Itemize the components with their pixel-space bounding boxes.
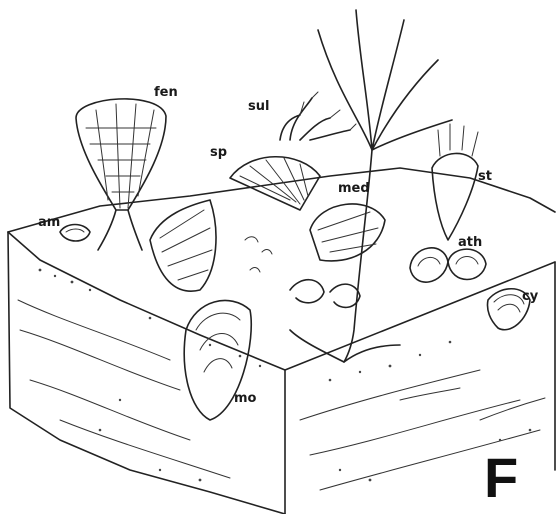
spiriferid-brachiopods xyxy=(150,157,320,291)
label-cy: cy xyxy=(522,290,538,303)
athyrid-brachiopods xyxy=(410,248,486,282)
label-med: med xyxy=(338,182,370,195)
panel-letter: F xyxy=(484,450,518,506)
label-sp: sp xyxy=(210,146,227,159)
label-st: st xyxy=(478,170,492,183)
branching-bryozoan xyxy=(280,92,356,140)
label-mo: mo xyxy=(234,392,256,405)
label-am: am xyxy=(38,216,60,229)
sediment-block xyxy=(8,168,555,514)
label-ath: ath xyxy=(458,236,482,249)
brachiopod-med xyxy=(310,204,385,261)
scattered-shell-fragments xyxy=(245,237,360,308)
bivalve-am xyxy=(60,225,90,242)
sediment-texture xyxy=(18,269,545,490)
label-sul: sul xyxy=(248,100,269,113)
fenestrate-bryozoan xyxy=(76,99,166,250)
label-fen: fen xyxy=(154,86,178,99)
cup-coral xyxy=(432,124,478,240)
